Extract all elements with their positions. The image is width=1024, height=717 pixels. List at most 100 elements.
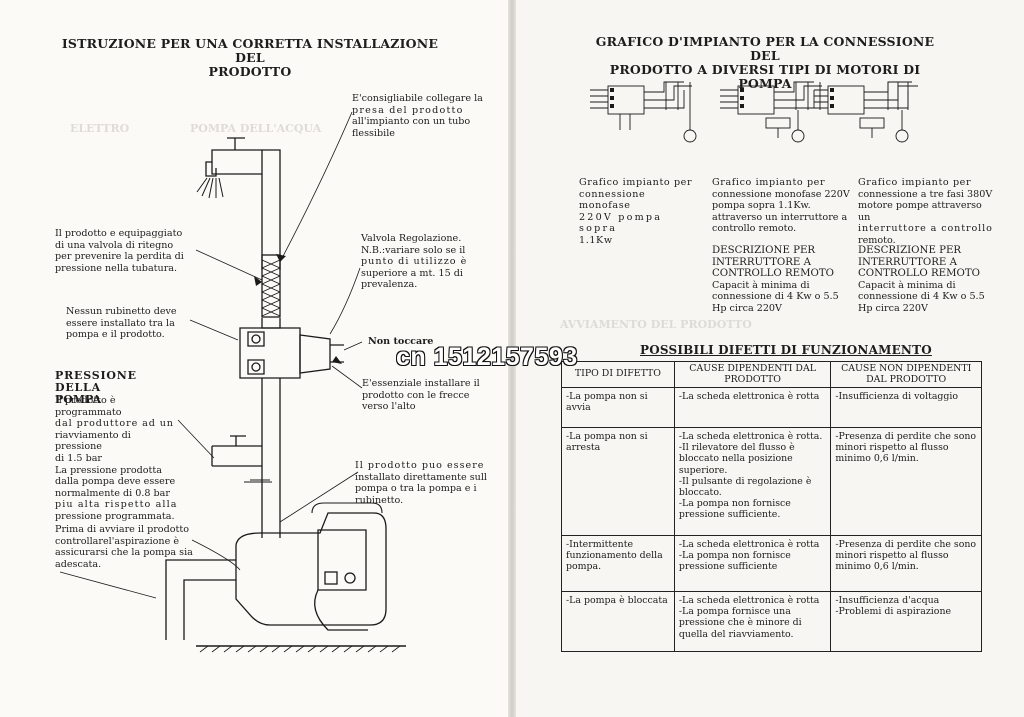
text-line: connessione a tre fasi 380V (858, 188, 993, 200)
note-no-tap: Nessun rubinetto deve essere installato … (66, 306, 186, 341)
text-line: remoto. (858, 234, 896, 246)
text-line: interruttore a controllo (858, 223, 993, 235)
text-line: adescata. (55, 558, 102, 570)
table-row: -La pompa non si arresta -La scheda elet… (561, 427, 982, 536)
flexible-hose (261, 254, 281, 318)
text-line: DESCRIZIONE PER (712, 245, 816, 256)
text-line: INTERRUTTORE A (858, 256, 957, 268)
faucet-body (211, 149, 263, 175)
diagram1-caption: Grafico impianto per connessione monofas… (579, 177, 699, 247)
text-line: pompa e il prodotto. (66, 329, 165, 341)
text-line: piu alta rispetto alla (55, 499, 178, 511)
text-line: connessione monofase 220V (712, 188, 850, 200)
text-line: connessione di 4 Kw o 5.5 (712, 291, 839, 303)
table-cell: -Insufficienza di voltaggio (830, 387, 982, 428)
text-line: Prima di avviare il prodotto (55, 524, 189, 535)
installation-illustration (59, 111, 406, 653)
text-line: dal produttore ad un (55, 418, 174, 430)
bleed-through-text: AVVIAMENTO DEL PRODOTTO (560, 318, 752, 331)
diagram2-caption: Grafico impianto per connessione monofas… (712, 177, 852, 235)
table-cell: -La scheda elettronica è rotta (673, 387, 832, 428)
right-title-line: GRAFICO D'IMPIANTO PER LA CONNESSIONE DE… (595, 34, 935, 63)
table-cell: -Intermittente funzionamento della pompa… (561, 535, 675, 592)
text-line: N.B.:variare solo se il (361, 244, 466, 256)
leader-line (177, 419, 215, 459)
defects-table-title: POSSIBILI DIFETTI DI FUNZIONAMENTO (640, 343, 932, 357)
left-title: ISTRUZIONE PER UNA CORRETTA INSTALLAZION… (60, 37, 440, 79)
text-line: CONTROLLO REMOTO (858, 268, 981, 280)
table-cell: -Insufficienza d'acqua -Problemi di aspi… (830, 591, 982, 652)
wiring-diagrams (590, 81, 918, 143)
faucet-handle (227, 137, 245, 150)
left-title-line: ISTRUZIONE PER UNA CORRETTA INSTALLAZION… (61, 36, 439, 65)
text-line: Capacit à minima di (712, 279, 810, 291)
text-line: Valvola Regolazione. (361, 233, 462, 244)
table-cell: -La pompa non si avvia (561, 387, 675, 428)
diagram3-caption: Grafico impianto per connessione a tre f… (858, 177, 993, 247)
note-install-position: Il prodotto puo essere installato dirett… (355, 460, 487, 506)
note-check-valve: Il prodotto e equipaggiato di una valvol… (55, 228, 195, 274)
text-line: connessione di 4 Kw o 5.5 (858, 291, 985, 303)
table-cell: -Presenza di perdite che sono minori ris… (830, 535, 982, 592)
text-line: essere installato tra la (66, 317, 175, 329)
upper-pipe (262, 149, 281, 270)
lower-tap (211, 445, 262, 467)
right-title-line: PRODOTTO A DIVERSI TIPI DI MOTORI DI POM… (609, 62, 921, 91)
table-cell: -La scheda elettronica è rotta. -Il rile… (673, 427, 832, 536)
leader-line (343, 341, 363, 351)
faucet-spout (205, 161, 217, 177)
text-line: normalmente di 0.8 bar (55, 487, 170, 499)
text-line: POMPA (55, 393, 102, 406)
text-line: presa del prodotto (352, 104, 464, 116)
suction-pipe (165, 559, 236, 640)
column-header: TIPO DI DIFETTO (561, 361, 675, 388)
table-row: -Intermittente funzionamento della pompa… (561, 535, 982, 592)
text-line: superiore a mt. 15 di (361, 267, 463, 279)
text-line: pompa o tra la pompa e i (355, 483, 477, 495)
table-row: -La pompa non si avvia -La scheda elettr… (561, 387, 982, 428)
text-line: pompa sopra 1.1Kw. (712, 200, 811, 212)
text-line: Capacit à minima di (858, 279, 956, 291)
table-cell: -La pompa è bloccata (561, 591, 675, 652)
text-line: La pressione prodotta (55, 464, 162, 476)
text-line: all'impianto con un tubo (352, 116, 471, 128)
text-line: verso l'alto (362, 401, 416, 413)
table-cell: -La scheda elettronica è rotta -La pompa… (673, 591, 832, 652)
text-line: di una valvola di ritegno (55, 239, 174, 251)
text-line: Il prodotto puo essere (355, 460, 485, 471)
text-line: PRESSIONE DELLA (55, 369, 137, 394)
text-line: pressione nella tubatura. (55, 262, 178, 274)
leader-line (279, 471, 359, 523)
bleed-through-text: POMPA DELL'ACQUA (190, 122, 322, 135)
diagram3-description: DESCRIZIONE PER INTERRUTTORE A CONTROLLO… (858, 245, 993, 315)
text-line: Nessun rubinetto deve (66, 306, 177, 317)
pressure-controller (239, 327, 301, 379)
lower-pipe (261, 378, 281, 538)
left-title-line: PRODOTTO (208, 64, 292, 79)
text-line: 220V pompa sopra (579, 211, 663, 235)
text-line: prevalenza. (361, 279, 418, 291)
text-line: punto di utilizzo è (361, 256, 468, 268)
text-line: Il prodotto è programmato (55, 395, 122, 418)
leader-line (279, 111, 353, 263)
note-priming: Prima di avviare il prodotto controllare… (55, 524, 195, 570)
table-cell: -Presenza di perdite che sono minori ris… (830, 427, 982, 536)
defects-table: TIPO DI DIFETTO CAUSE DIPENDENTI DAL PRO… (561, 361, 982, 652)
watermark-text: cn 1512157593 (396, 343, 578, 371)
text-line: per prevenire la perdita di (55, 251, 184, 263)
text-line: rubinetto. (355, 494, 404, 506)
text-line: Il prodotto e equipaggiato (55, 228, 183, 239)
text-line: E'consigliabile collegare la (352, 93, 483, 104)
page-fold (508, 0, 516, 717)
text-line: Grafico impianto per (579, 177, 693, 188)
note-dont-touch: Non toccare (368, 336, 434, 347)
pressure-text: Il prodotto è programmato dal produttore… (55, 395, 180, 523)
text-line: assicurarsi che la pompa sia (55, 547, 193, 559)
text-line: dalla pompa deve essere (55, 476, 176, 488)
text-line: E'essenziale installare il (362, 378, 480, 389)
water-spray (196, 177, 224, 199)
leader-line (195, 249, 263, 281)
table-cell: -La pompa non si arresta (561, 427, 675, 536)
note-regulation-valve: Valvola Regolazione. N.B.:variare solo s… (361, 233, 486, 291)
text-line: Grafico impianto per (712, 177, 826, 188)
